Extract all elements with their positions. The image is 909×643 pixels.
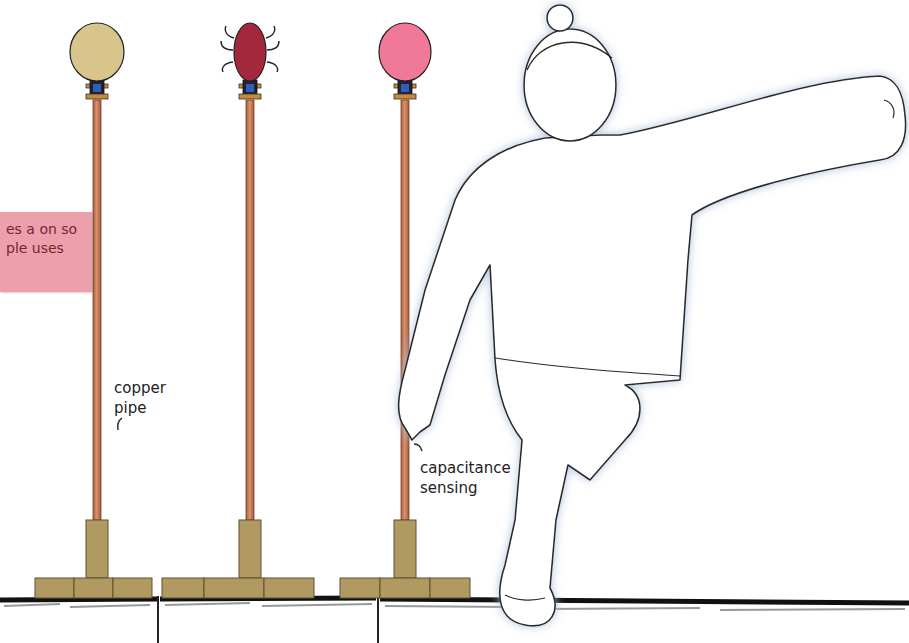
part-label: capacitance sensing <box>420 458 530 499</box>
pole-tan <box>35 23 152 598</box>
callout-text: es a on so ple uses <box>6 220 86 258</box>
leader-tick <box>414 444 422 451</box>
callout-box: es a on so ple uses <box>0 212 92 292</box>
ground <box>0 596 909 643</box>
part-label: copper pipe <box>114 378 184 419</box>
pole-red <box>162 23 314 598</box>
person-figure <box>399 5 906 626</box>
leader-tick <box>118 418 122 430</box>
